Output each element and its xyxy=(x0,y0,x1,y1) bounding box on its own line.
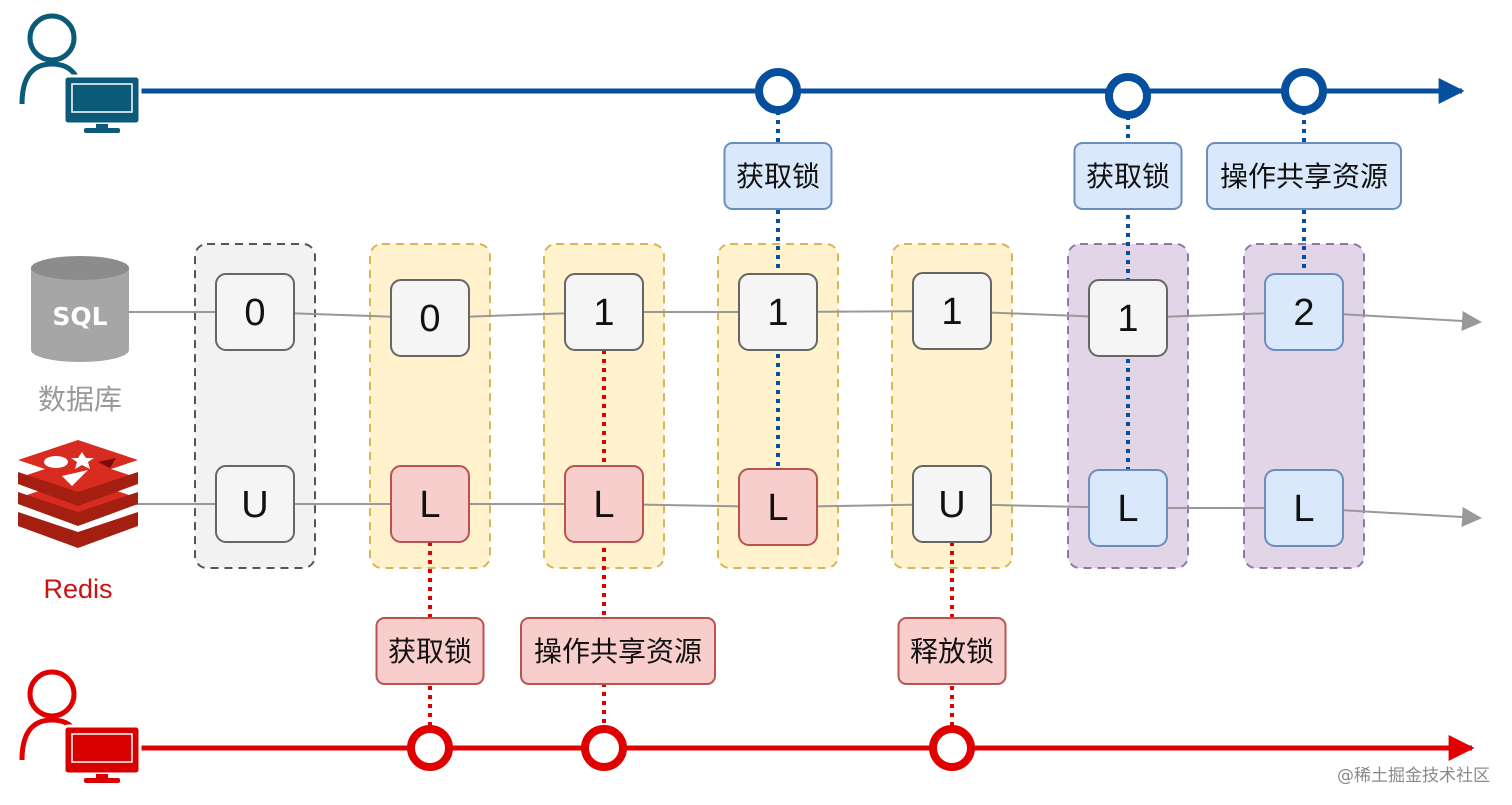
state-boxes: 0U 0L 1L 1L 1U 1L 2L xyxy=(215,272,1344,547)
bottom-op-box-2 xyxy=(520,617,716,685)
redis-state-value-3: L xyxy=(593,484,614,526)
redis-state-value-5: U xyxy=(938,484,965,526)
bottom-op-label-2: 操作共享资源 xyxy=(534,635,702,668)
bottom-op-marker-3 xyxy=(929,725,975,771)
bottom-op-marker-2 xyxy=(581,725,627,771)
db-state-value-2: 0 xyxy=(419,298,440,340)
bottom-op-label-3: 释放锁 xyxy=(910,635,994,668)
db-state-value-6: 1 xyxy=(1117,298,1138,340)
db-state-value-3: 1 xyxy=(593,292,614,334)
redis-state-value-2: L xyxy=(419,484,440,526)
redis-state-box-5 xyxy=(912,465,992,543)
top-op-marker-2 xyxy=(1105,73,1151,119)
redis-state-box-1 xyxy=(215,465,295,543)
top-op-label-2: 获取锁 xyxy=(1086,160,1170,193)
bottom-op-label-1: 获取锁 xyxy=(388,635,472,668)
bottom-op-box-3 xyxy=(897,617,1007,685)
watermark: @稀土掘金技术社区 xyxy=(1337,766,1490,786)
db-state-value-7: 2 xyxy=(1293,292,1314,334)
redis-label: Redis xyxy=(43,574,112,604)
client-bottom-icon xyxy=(19,669,142,783)
bottom-op-marker-1 xyxy=(407,725,453,771)
person-head-icon xyxy=(27,669,77,719)
top-op-box-2 xyxy=(1073,142,1183,210)
redis-icon xyxy=(18,440,138,548)
top-op-label-1: 获取锁 xyxy=(736,160,820,193)
top-op-marker-1 xyxy=(755,68,801,114)
db-state-box-5 xyxy=(912,272,992,350)
db-state-value-5: 1 xyxy=(941,291,962,333)
redis-state-value-1: U xyxy=(241,484,268,526)
redis-state-box-3 xyxy=(564,465,644,543)
top-op-box-3 xyxy=(1206,142,1402,210)
db-state-box-2 xyxy=(390,279,470,357)
top-op-label-3: 操作共享资源 xyxy=(1220,160,1388,193)
db-state-value-1: 0 xyxy=(244,292,265,334)
redis-state-value-4: L xyxy=(767,487,788,529)
sql-icon-text: SQL xyxy=(52,302,107,331)
redis-state-value-6: L xyxy=(1117,488,1138,530)
client-top-icon xyxy=(19,13,142,133)
person-head-icon xyxy=(27,13,77,63)
redis-state-value-7: L xyxy=(1293,488,1314,530)
db-state-box-1 xyxy=(215,273,295,351)
redis-state-box-4 xyxy=(738,468,818,546)
redis-state-box-6 xyxy=(1088,469,1168,547)
bottom-op-box-1 xyxy=(375,617,485,685)
client-timelines xyxy=(140,68,1475,771)
top-op-marker-3 xyxy=(1281,68,1327,114)
db-state-box-6 xyxy=(1088,279,1168,357)
db-state-value-4: 1 xyxy=(767,292,788,334)
redis-state-box-7 xyxy=(1264,469,1344,547)
db-state-box-3 xyxy=(564,273,644,351)
redis-state-box-2 xyxy=(390,465,470,543)
database-label: 数据库 xyxy=(38,383,122,416)
db-state-box-7 xyxy=(1264,273,1344,351)
top-op-box-1 xyxy=(723,142,833,210)
db-state-box-4 xyxy=(738,273,818,351)
database-icon: SQL xyxy=(31,256,129,362)
op-labels: 获取锁获取锁操作共享资源获取锁操作共享资源释放锁 xyxy=(375,142,1402,685)
